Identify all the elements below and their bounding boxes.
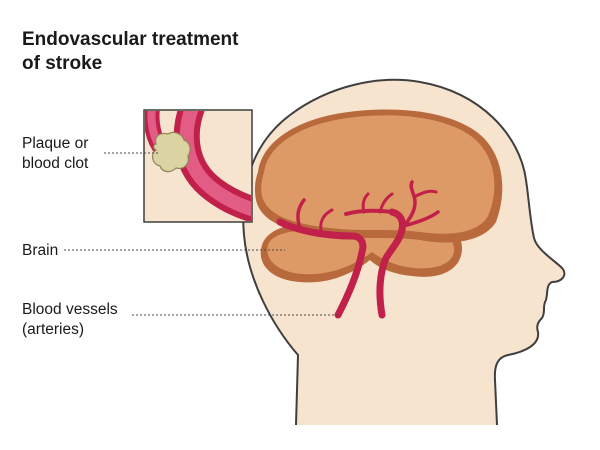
artery-right-twig: [414, 189, 438, 198]
artery-left-branch: [296, 198, 306, 230]
inset-plaque-view: [143, 109, 253, 223]
plaque-clot: [151, 131, 191, 173]
artery-left-upper: [344, 208, 394, 216]
label-vessels-line-2: (arteries): [22, 321, 85, 338]
label-brain: Brain: [22, 242, 59, 259]
artery-right-trunk: [376, 208, 406, 319]
title-line-1: Endovascular treatment: [22, 29, 239, 50]
inset-artery-lumen: [179, 111, 251, 217]
label-vessels: Blood vessels (arteries): [22, 300, 118, 340]
artery-right-branch-right: [402, 210, 440, 228]
label-plaque-line-2: blood clot: [22, 155, 89, 172]
label-vessels-line-1: Blood vessels: [22, 301, 118, 318]
artery-upper-twig-2: [361, 192, 370, 214]
artery-upper-twig: [378, 192, 394, 214]
leader-lines: [64, 152, 338, 316]
artery-left-trunk: [276, 218, 367, 319]
brain-cerebrum-highlight: [261, 115, 495, 234]
artery-left-twig: [319, 208, 334, 236]
arteries: [276, 180, 440, 319]
artery-right-branch-up: [398, 180, 417, 232]
label-plaque-line-1: Plaque or: [22, 135, 89, 152]
diagram-title: Endovascular treatment of stroke: [22, 28, 238, 76]
label-plaque: Plaque or blood clot: [22, 134, 88, 174]
title-line-2: of stroke: [22, 53, 103, 74]
